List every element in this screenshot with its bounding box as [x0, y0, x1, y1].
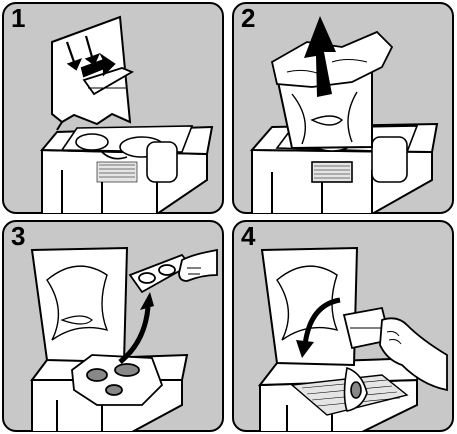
lint-tray	[72, 355, 162, 405]
mesh-filter	[97, 162, 137, 182]
step-4-illustration	[232, 220, 454, 432]
step-number-1: 1	[11, 5, 25, 31]
step-panel-4: 4	[232, 220, 454, 432]
step-panel-2: 2	[232, 2, 454, 214]
open-lid	[32, 248, 127, 362]
step-panel-3: 3	[2, 220, 224, 432]
step-number-3: 3	[11, 223, 25, 249]
step-1-illustration	[2, 2, 224, 214]
step-number-4: 4	[241, 223, 255, 249]
step-panel-1: 1	[2, 2, 224, 214]
step-2-illustration	[232, 2, 454, 214]
step-number-2: 2	[241, 5, 255, 31]
step-3-illustration	[2, 220, 224, 432]
